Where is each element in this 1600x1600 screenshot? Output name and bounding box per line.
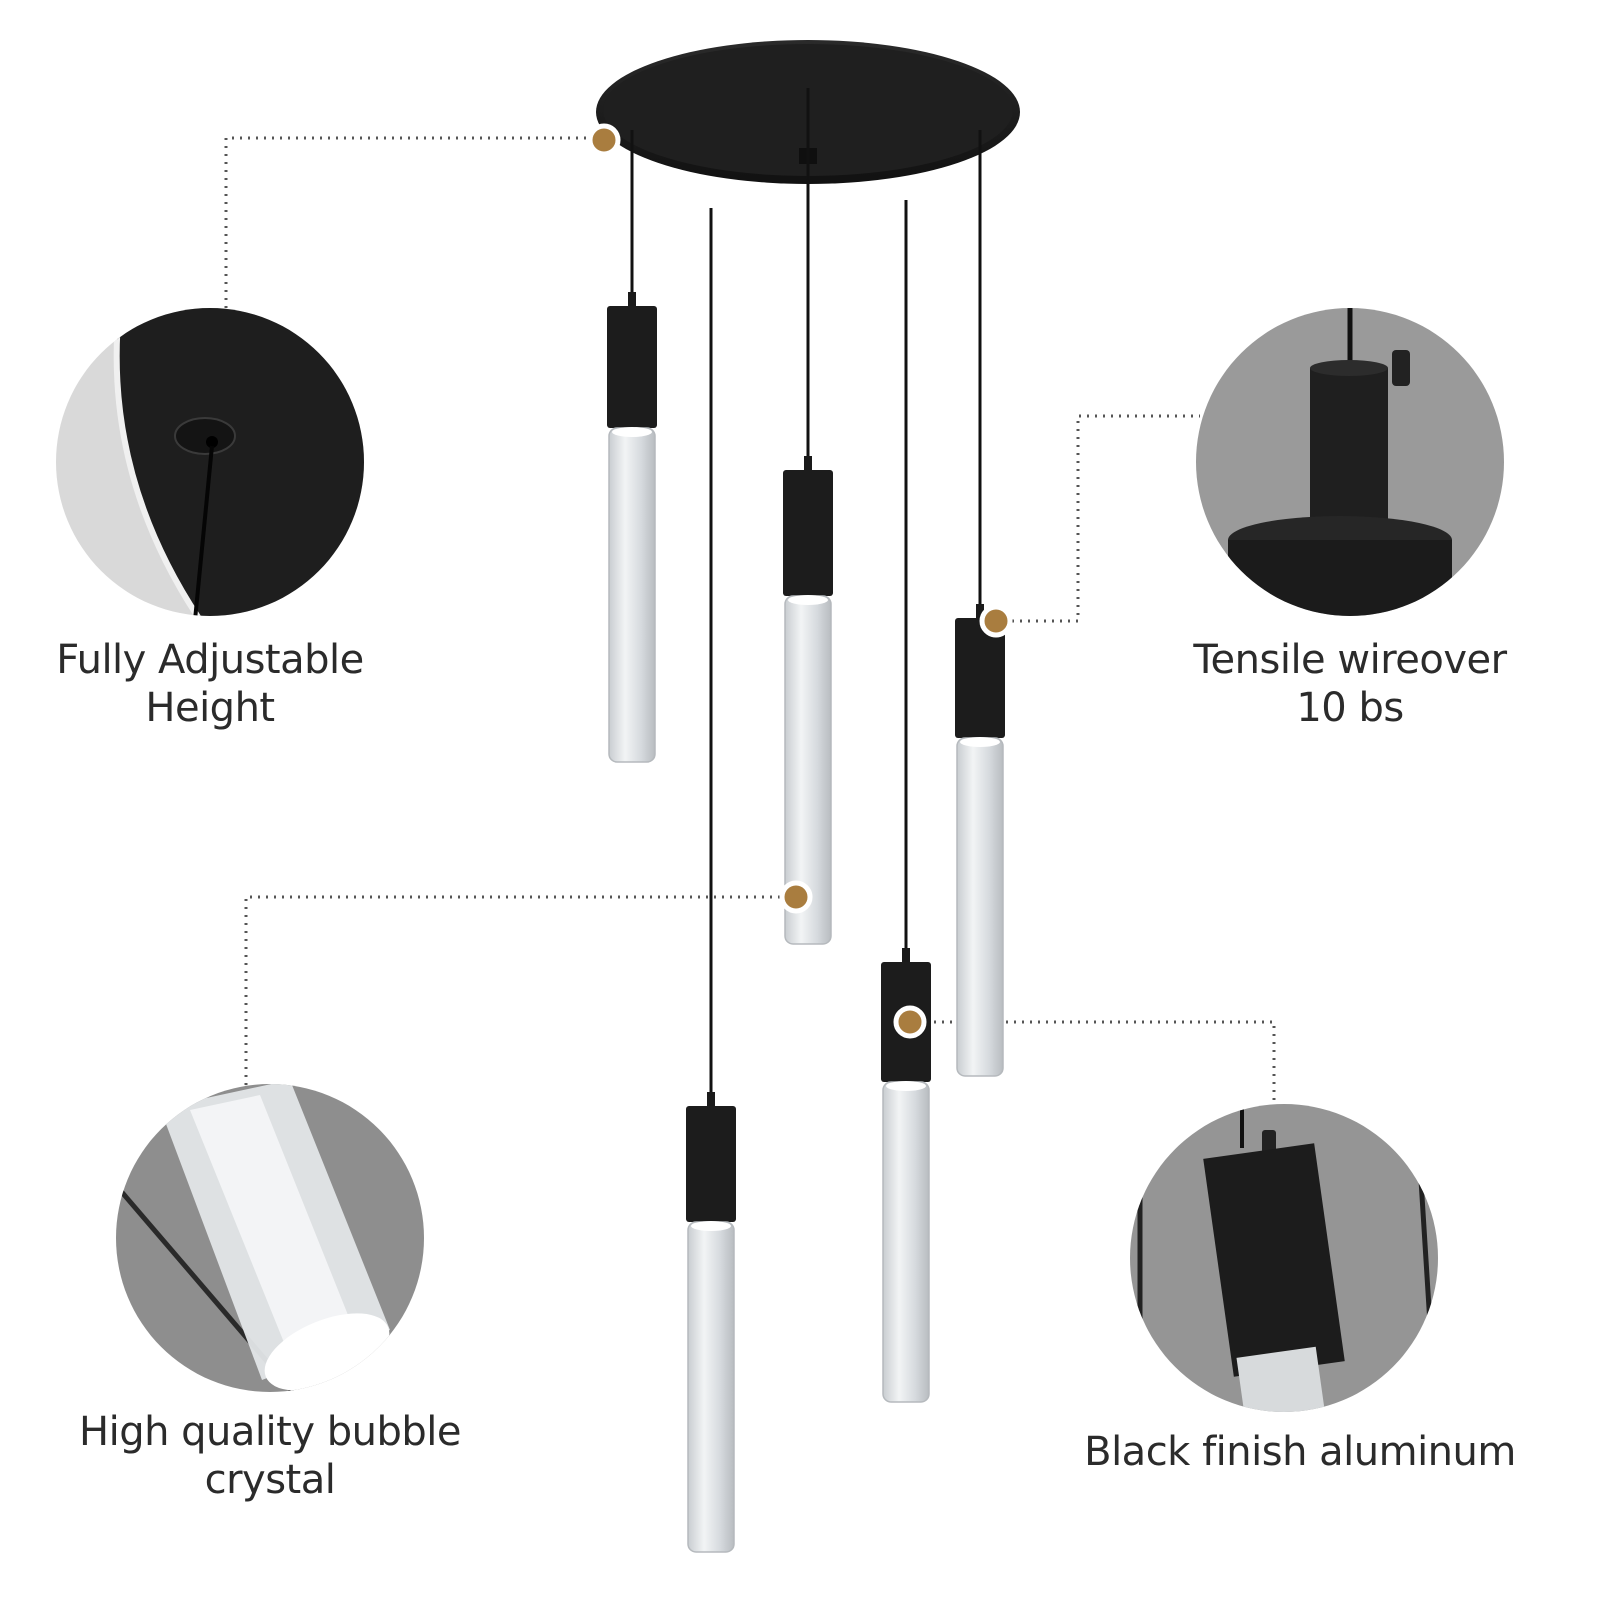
- hotspot-marker: [979, 604, 1013, 638]
- feature-caption-adjustable-height: Fully Adjustable Height: [20, 636, 400, 732]
- feature-caption-bubble-crystal: High quality bubble crystal: [60, 1408, 480, 1504]
- hotspot-marker: [779, 880, 813, 914]
- caption-line-2: crystal: [204, 1457, 336, 1503]
- pendant-light: [783, 88, 833, 945]
- pendant-light: [686, 208, 736, 1553]
- hotspot-marker: [893, 1005, 927, 1039]
- hotspot-markers: [587, 123, 1013, 1039]
- caption-line-1: High quality bubble: [79, 1409, 461, 1455]
- socket-detail-photo: [1196, 308, 1504, 616]
- canopy-detail-photo: [56, 308, 364, 616]
- caption-line-1: Black finish aluminum: [1084, 1429, 1516, 1475]
- pendant-light: [881, 200, 931, 1403]
- housing-detail-photo: [1130, 1104, 1438, 1412]
- hotspot-marker: [587, 123, 621, 157]
- caption-line-2: 10 bs: [1296, 685, 1404, 731]
- pendant-light: [607, 130, 657, 763]
- feature-caption-black-aluminum: Black finish aluminum: [1080, 1428, 1520, 1476]
- connector-lines: [224, 136, 1276, 1102]
- caption-line-1: Tensile wireover: [1193, 637, 1507, 683]
- feature-caption-tensile-wire: Tensile wireover 10 bs: [1160, 636, 1540, 732]
- caption-line-2: Height: [145, 685, 275, 731]
- pendant-light: [955, 130, 1005, 1077]
- pendant-group: [607, 88, 1005, 1553]
- crystal-detail-photo: [116, 1084, 424, 1392]
- caption-line-1: Fully Adjustable: [56, 637, 364, 683]
